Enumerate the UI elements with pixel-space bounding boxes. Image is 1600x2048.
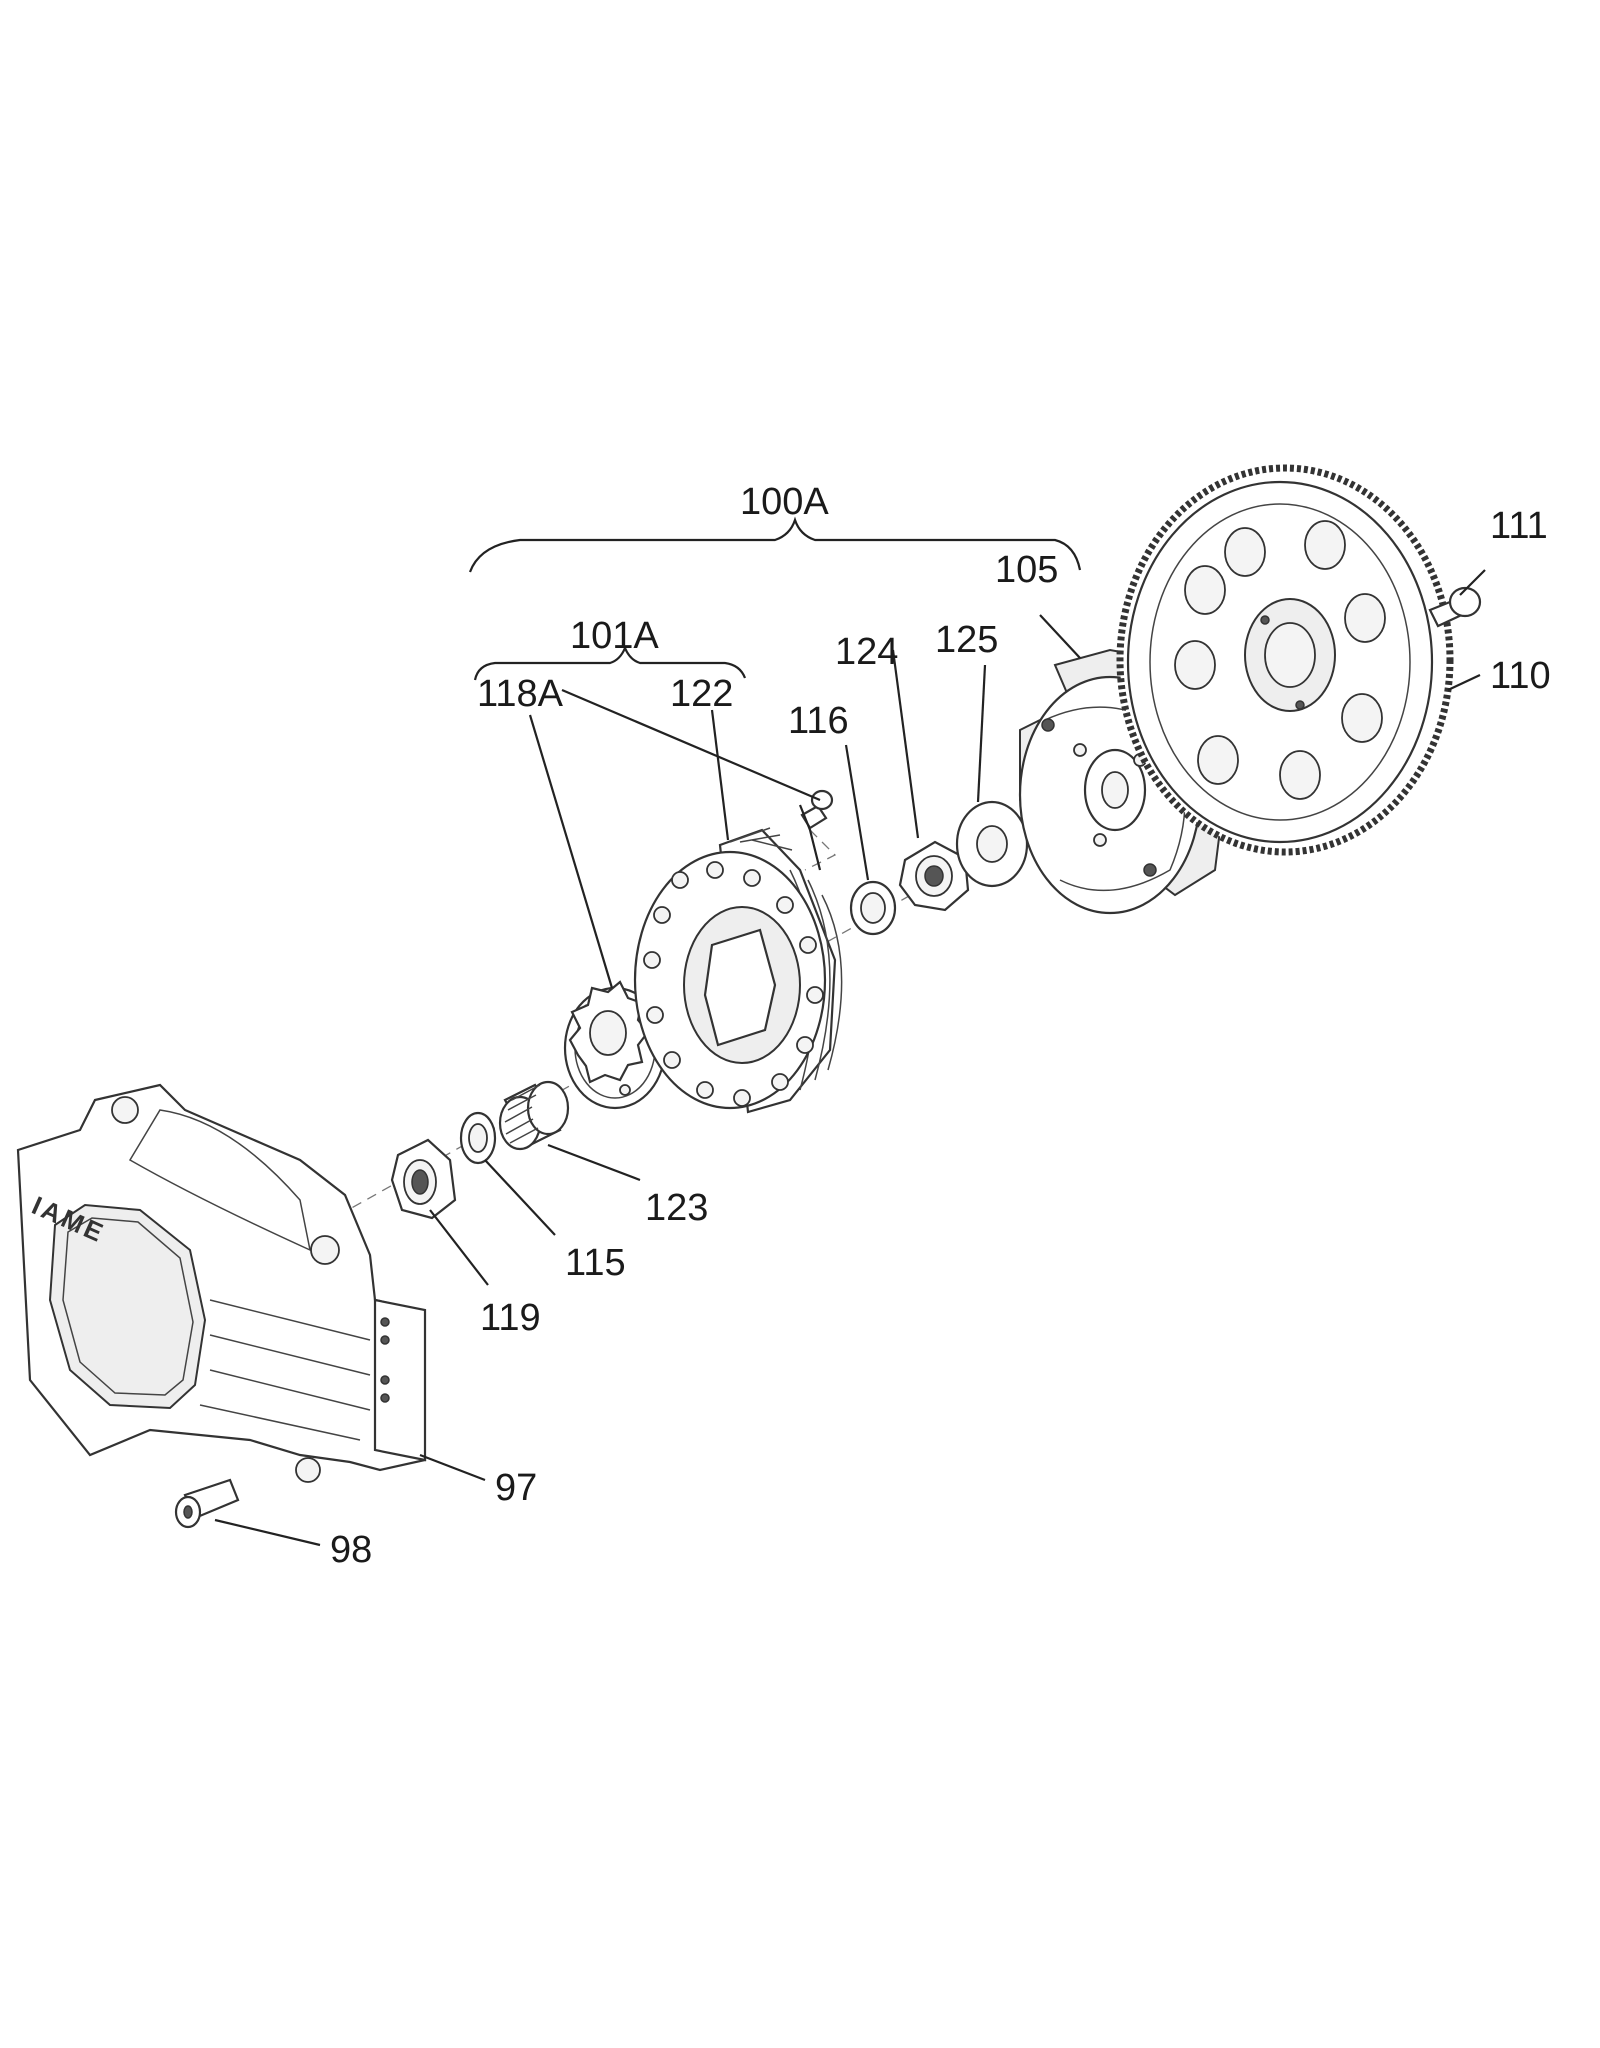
- label-98: 98: [330, 1529, 372, 1571]
- part-110-ring-gear: [1116, 464, 1454, 856]
- part-125-washer: [955, 800, 1029, 888]
- part-98-bolt: [174, 1478, 240, 1529]
- label-100A: 100A: [740, 481, 829, 523]
- part-97-housing: IAME: [16, 1083, 427, 1483]
- label-105: 105: [995, 549, 1058, 591]
- part-115-washer: [459, 1111, 497, 1165]
- bracket-100A: [468, 516, 1082, 573]
- label-110: 110: [1490, 655, 1551, 697]
- reference-labels: 100A 101A 118A 122 116 124 125 105 111 1…: [330, 481, 1551, 1571]
- part-124-hex-nut: [898, 840, 970, 912]
- label-101A: 101A: [570, 615, 659, 657]
- label-119: 119: [480, 1297, 541, 1339]
- leader-lines: [214, 569, 1486, 1547]
- label-124: 124: [835, 631, 898, 673]
- bracket-101A: [473, 645, 747, 681]
- label-123: 123: [645, 1187, 708, 1229]
- label-116: 116: [788, 700, 849, 742]
- part-118A-screw: [800, 789, 834, 830]
- label-118A: 118A: [477, 673, 564, 715]
- part-122-clutch-drum: [633, 827, 843, 1114]
- label-122: 122: [670, 673, 733, 715]
- part-119-nut: [390, 1138, 457, 1220]
- label-97: 97: [495, 1467, 537, 1509]
- part-111-bolt: [1428, 586, 1482, 628]
- label-125: 125: [935, 619, 998, 661]
- label-111: 111: [1490, 505, 1548, 547]
- part-123-needle-bearing: [498, 1080, 570, 1151]
- part-116-washer: [849, 880, 897, 936]
- label-115: 115: [565, 1242, 626, 1284]
